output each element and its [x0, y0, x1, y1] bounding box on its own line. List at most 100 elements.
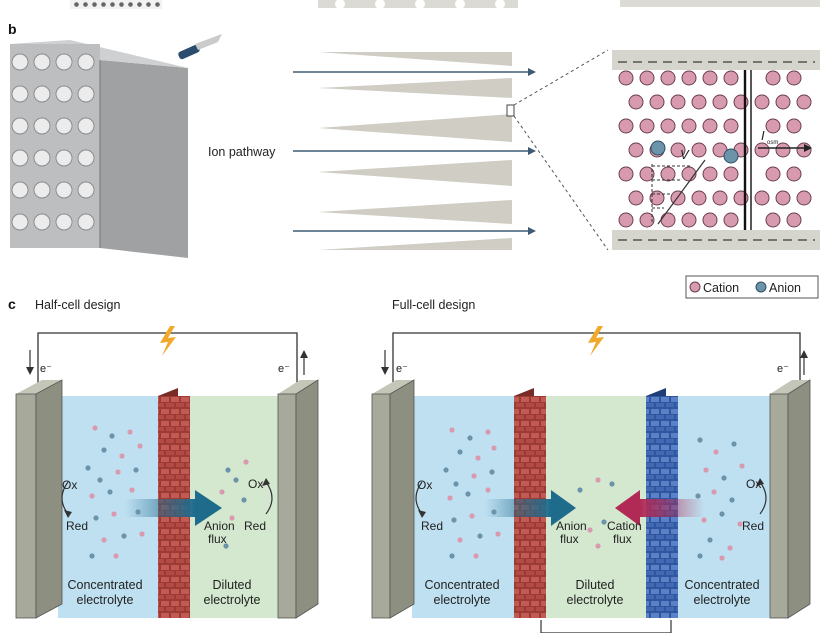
velocity-symbol: V — [680, 147, 690, 162]
left-electrode — [15, 393, 37, 619]
channel-wedge — [318, 238, 512, 250]
cation-ion — [737, 521, 743, 527]
anion-ion — [465, 491, 471, 497]
panel-c-letter: c — [8, 296, 16, 312]
anion-ion — [443, 467, 449, 473]
pore — [77, 117, 95, 135]
red-label-right: Red — [742, 519, 764, 533]
electron-label-right: e⁻ — [278, 363, 290, 375]
electron-arrow-down — [26, 367, 34, 375]
cation-ion — [775, 94, 791, 110]
cation-ion — [723, 70, 739, 86]
anion-ion — [233, 477, 239, 483]
cation-ion — [660, 166, 676, 182]
pore — [11, 181, 29, 199]
pore — [77, 85, 95, 103]
anion-ion — [609, 481, 615, 487]
cation-ion — [649, 190, 665, 206]
cation-ion — [711, 489, 717, 495]
nanochannel-zoom: V I osm — [612, 50, 820, 250]
cation-ion — [681, 212, 697, 228]
anion-flux-label-2: flux — [208, 532, 227, 546]
cation-ion — [786, 118, 802, 134]
cation-ion — [775, 142, 791, 158]
anion-ion — [241, 497, 247, 503]
redox-arrow-right — [759, 481, 767, 515]
cation-ion — [92, 425, 98, 431]
pore — [33, 85, 51, 103]
cation-ion — [219, 489, 225, 495]
cation-ion — [786, 70, 802, 86]
cation-ion — [587, 527, 593, 533]
anion-legend-label: Anion — [769, 281, 801, 295]
ox-label-right: Ox — [248, 477, 263, 491]
anion-ion — [449, 553, 455, 559]
pore — [33, 181, 51, 199]
cation-ion — [471, 473, 477, 479]
cation-ion — [786, 212, 802, 228]
anion-flux-arrow — [125, 499, 195, 517]
anion-ion — [457, 449, 463, 455]
diluted-label-2: electrolyte — [567, 593, 624, 607]
cation-ion — [119, 453, 125, 459]
pore — [55, 213, 73, 231]
cation-ion — [628, 190, 644, 206]
diluted-label: Diluted — [576, 578, 615, 592]
right-electrode — [769, 393, 789, 619]
wall-remnant — [620, 0, 820, 7]
cation-ion — [765, 166, 781, 182]
anion-ion — [451, 517, 457, 523]
anion-ion — [723, 148, 739, 164]
channel-wedge — [318, 160, 512, 186]
cation-ion — [796, 190, 812, 206]
velocity-profile — [651, 159, 706, 225]
cation-ion — [127, 429, 133, 435]
anion-ion — [707, 537, 713, 543]
cation-ion — [485, 487, 491, 493]
half-cell-ions — [85, 425, 249, 559]
ox-label-right: Ox — [746, 477, 761, 491]
ion-pathway-label-bg — [198, 142, 290, 160]
pore — [11, 53, 29, 71]
cation-ion — [712, 94, 728, 110]
cation-ion — [739, 463, 745, 469]
pore — [11, 85, 29, 103]
concentrated-label-2: electrolyte — [77, 593, 134, 607]
anion-flux-arrow — [485, 499, 551, 517]
zoom-line — [513, 49, 609, 106]
cation-ion — [475, 455, 481, 461]
ion-pathway-label: Ion pathway — [208, 145, 276, 159]
lightning-icon — [588, 326, 604, 356]
cation-ion — [681, 70, 697, 86]
cation-ion — [702, 166, 718, 182]
cation-legend-marker — [689, 281, 701, 293]
anion-ion — [85, 465, 91, 471]
cation-ion — [712, 190, 728, 206]
left-electrode — [371, 393, 391, 619]
cation-ion — [485, 429, 491, 435]
cation-ion — [765, 118, 781, 134]
cation-ion — [449, 427, 455, 433]
cation-ion — [754, 190, 770, 206]
diluted-label-2: electrolyte — [204, 593, 261, 607]
cation-ion — [89, 493, 95, 499]
full-cell-design: Full-cell design e⁻ e⁻ Ox Red Ox R — [371, 298, 811, 633]
cation-ion — [115, 469, 121, 475]
current-subscript: osm — [767, 140, 778, 146]
panel-a-remnant — [70, 0, 820, 9]
cation-ion — [754, 94, 770, 110]
anion-ion — [695, 493, 701, 499]
cation-ion — [473, 553, 479, 559]
red-label-right: Red — [244, 519, 266, 533]
cation-ion — [111, 511, 117, 517]
anion-ion — [135, 509, 141, 515]
porous-texture — [70, 0, 162, 9]
pore — [33, 53, 51, 71]
pore — [33, 117, 51, 135]
anion-ion — [697, 553, 703, 559]
concentrated-label: Concentrated — [67, 578, 142, 592]
electron-arrow-up — [300, 350, 308, 358]
cation-ion — [660, 212, 676, 228]
cation-ion — [786, 166, 802, 182]
